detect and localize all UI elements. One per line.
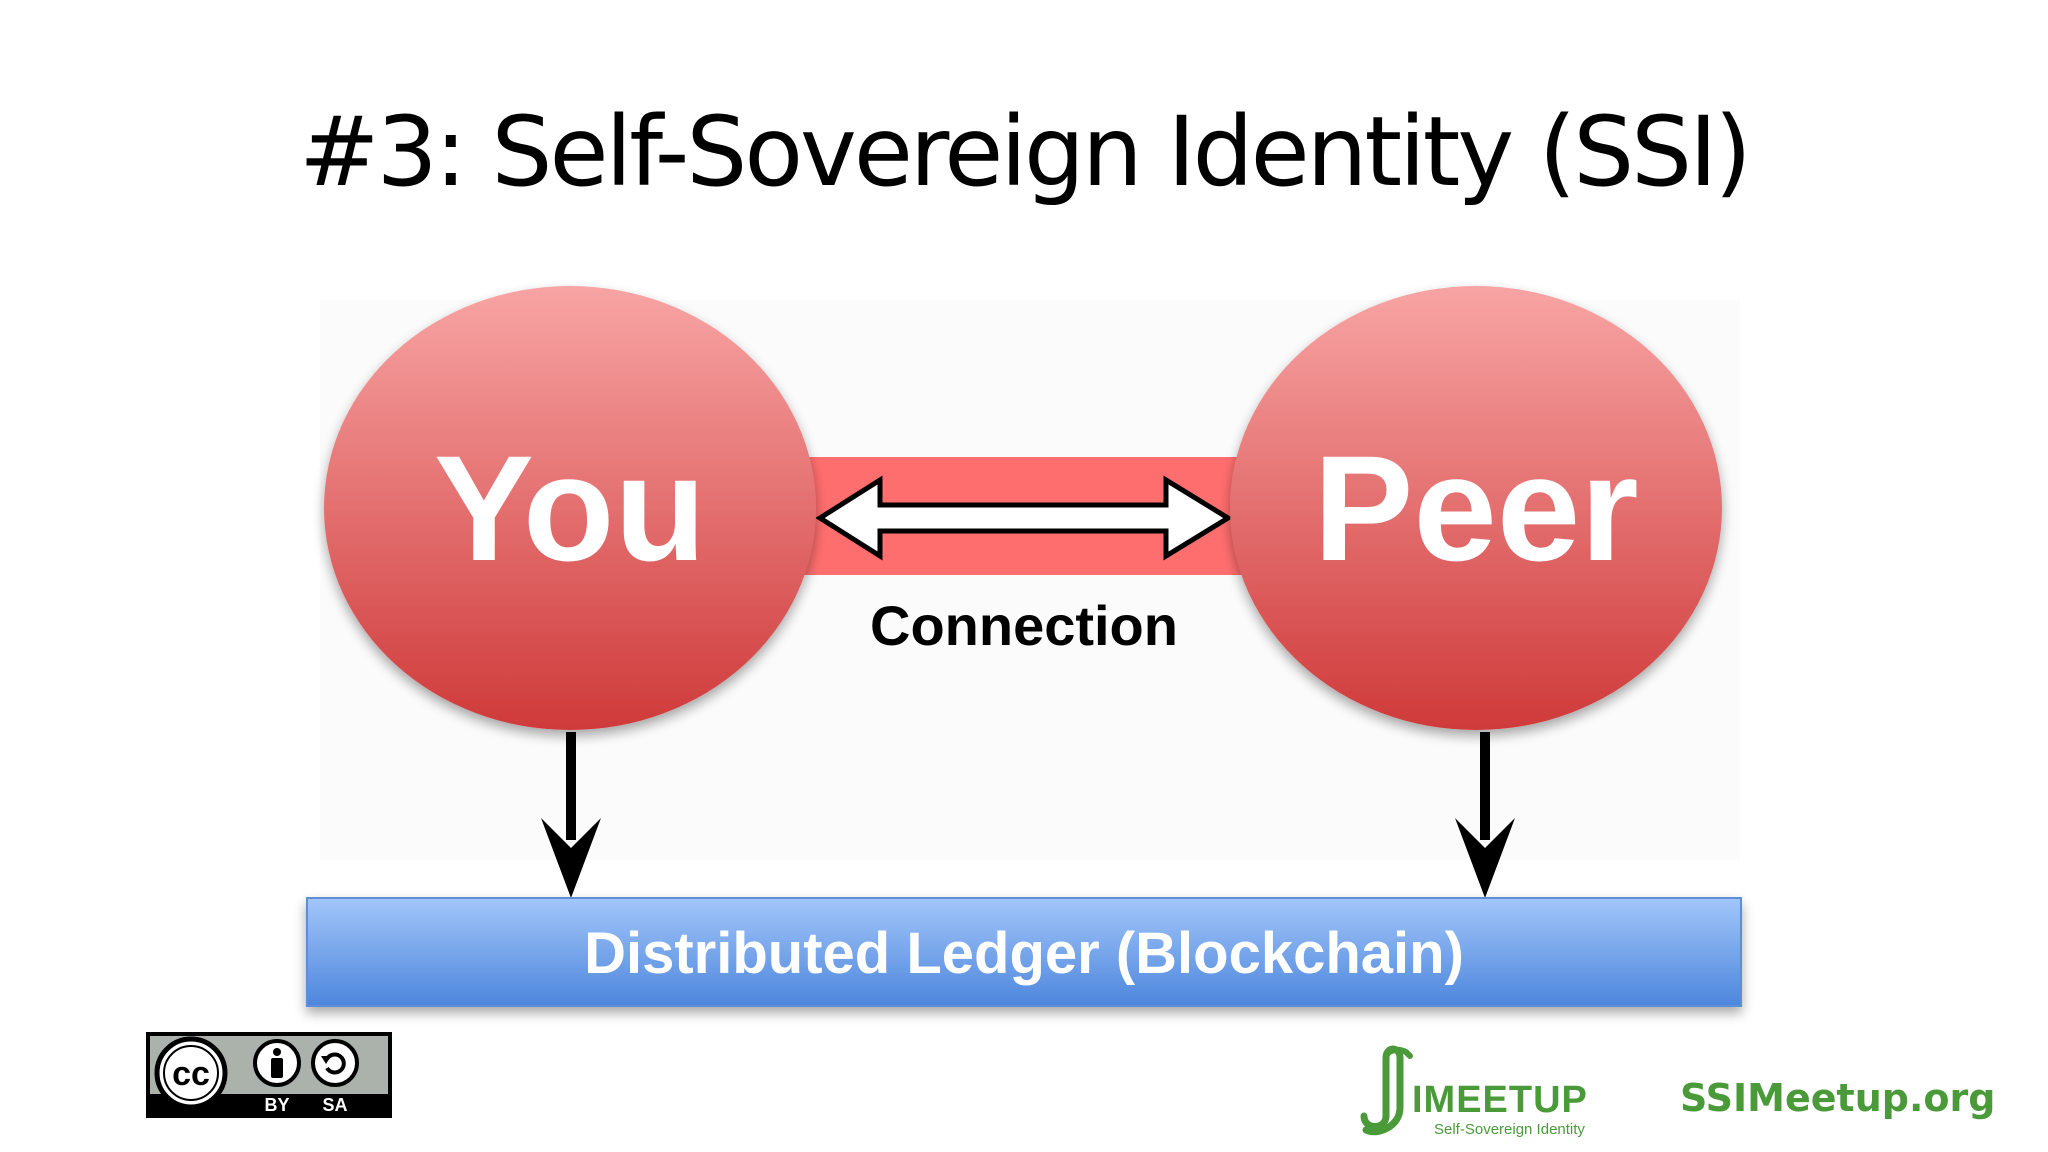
node-peer-label: Peer	[1313, 424, 1638, 592]
node-you	[324, 286, 816, 730]
cc-by-sa-icon: cc BY SA	[146, 1032, 392, 1118]
cc-mark: cc	[172, 1055, 210, 1093]
meetup-tagline: Self-Sovereign Identity	[1434, 1121, 1585, 1138]
double-arrow-icon	[815, 475, 1233, 561]
slide-title: #3: Self-Sovereign Identity (SSI)	[299, 96, 1752, 208]
node-peer	[1230, 286, 1722, 730]
node-you-label: You	[434, 424, 706, 592]
connection-label: Connection	[870, 594, 1178, 657]
you-to-ledger-arrow	[541, 732, 601, 898]
ssimeetup-logo: IMEETUP Self-Sovereign Identity	[1360, 1045, 1588, 1138]
meetup-name: IMEETUP	[1412, 1079, 1588, 1121]
site-link[interactable]: SSIMeetup.org	[1680, 1076, 1996, 1120]
license-by: BY	[264, 1095, 289, 1115]
ssimeetup-s-mark-icon	[1360, 1045, 1404, 1136]
peer-to-ledger-arrow	[1455, 732, 1515, 898]
ledger-label: Distributed Ledger (Blockchain)	[584, 921, 1464, 986]
license-sa: SA	[322, 1095, 347, 1115]
ledger-bar	[306, 897, 1742, 1007]
